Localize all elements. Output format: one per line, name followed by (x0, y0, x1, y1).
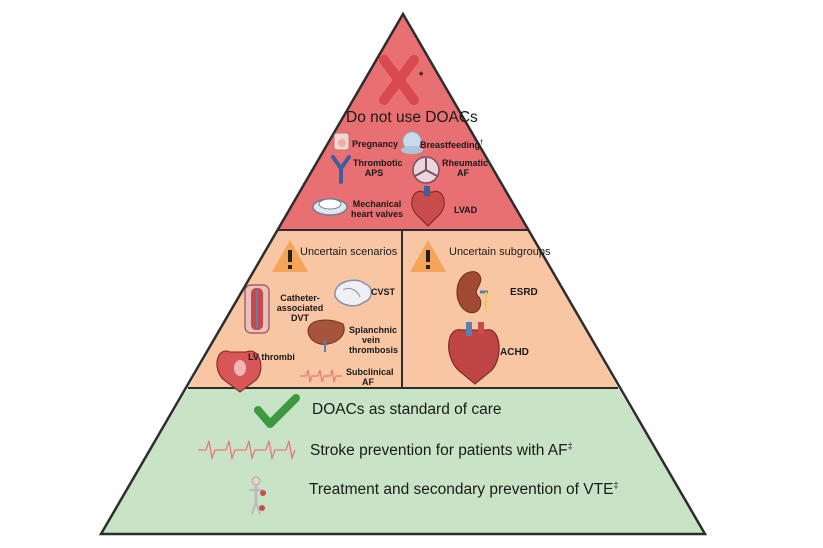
exclusion-marker: * (419, 70, 424, 82)
item-esrd: ESRD (510, 287, 538, 298)
heart-icon (448, 322, 500, 385)
heart-icon (216, 350, 262, 393)
item-pregnancy: Pregnancy (352, 139, 399, 149)
tier-bottom (101, 388, 705, 534)
warning-icon (410, 240, 446, 272)
mechanical-valve-icon (312, 198, 348, 216)
cross-icon (379, 55, 419, 105)
pyramid-outline (98, 11, 708, 536)
item-lv-thrombi: LV thrombi (248, 352, 295, 362)
top-tier-title: Do not use DOACs (346, 109, 478, 126)
item-cvst: CVST (371, 287, 396, 297)
liver-icon (307, 319, 345, 352)
breastfeeding-icon (401, 131, 423, 154)
ecg-icon (198, 440, 296, 461)
check-icon (254, 394, 300, 428)
item-stroke-prevention: Stroke prevention for patients with AF‡ (310, 441, 573, 460)
antibody-icon (331, 155, 351, 184)
item-splanchnic: Splanchnic vein thrombosis (349, 325, 399, 355)
ecg-icon (300, 369, 342, 383)
uncertain-scenarios-title: Uncertain scenarios (300, 246, 398, 258)
item-achd: ACHD (500, 347, 529, 358)
item-breastfeeding: Breastfeeding† (420, 140, 484, 150)
warning-icon (272, 240, 308, 272)
item-catheter-dvt: Catheter-associated DVT (276, 293, 324, 323)
brain-icon (334, 279, 372, 307)
bottom-tier-title: DOACs as standard of care (312, 401, 502, 418)
heart-valve-icon (412, 156, 440, 184)
item-mechanical-heart-valves: Mechanical heart valves (350, 199, 404, 219)
item-rheumatic-af: Rheumatic AF (442, 158, 489, 178)
item-thrombotic-aps: Thrombotic APS (353, 158, 403, 178)
item-subclinical-af: Subclinical AF (346, 367, 394, 387)
uncertain-subgroups-title: Uncertain subgroups (449, 246, 551, 258)
item-lvad: LVAD (454, 205, 478, 215)
item-vte-treatment: Treatment and secondary prevention of VT… (309, 480, 619, 499)
body-icon (249, 476, 266, 515)
kidney-icon (456, 271, 488, 314)
pregnancy-icon (333, 132, 350, 151)
vein-catheter-icon (244, 284, 270, 334)
heart-device-icon (411, 186, 445, 227)
